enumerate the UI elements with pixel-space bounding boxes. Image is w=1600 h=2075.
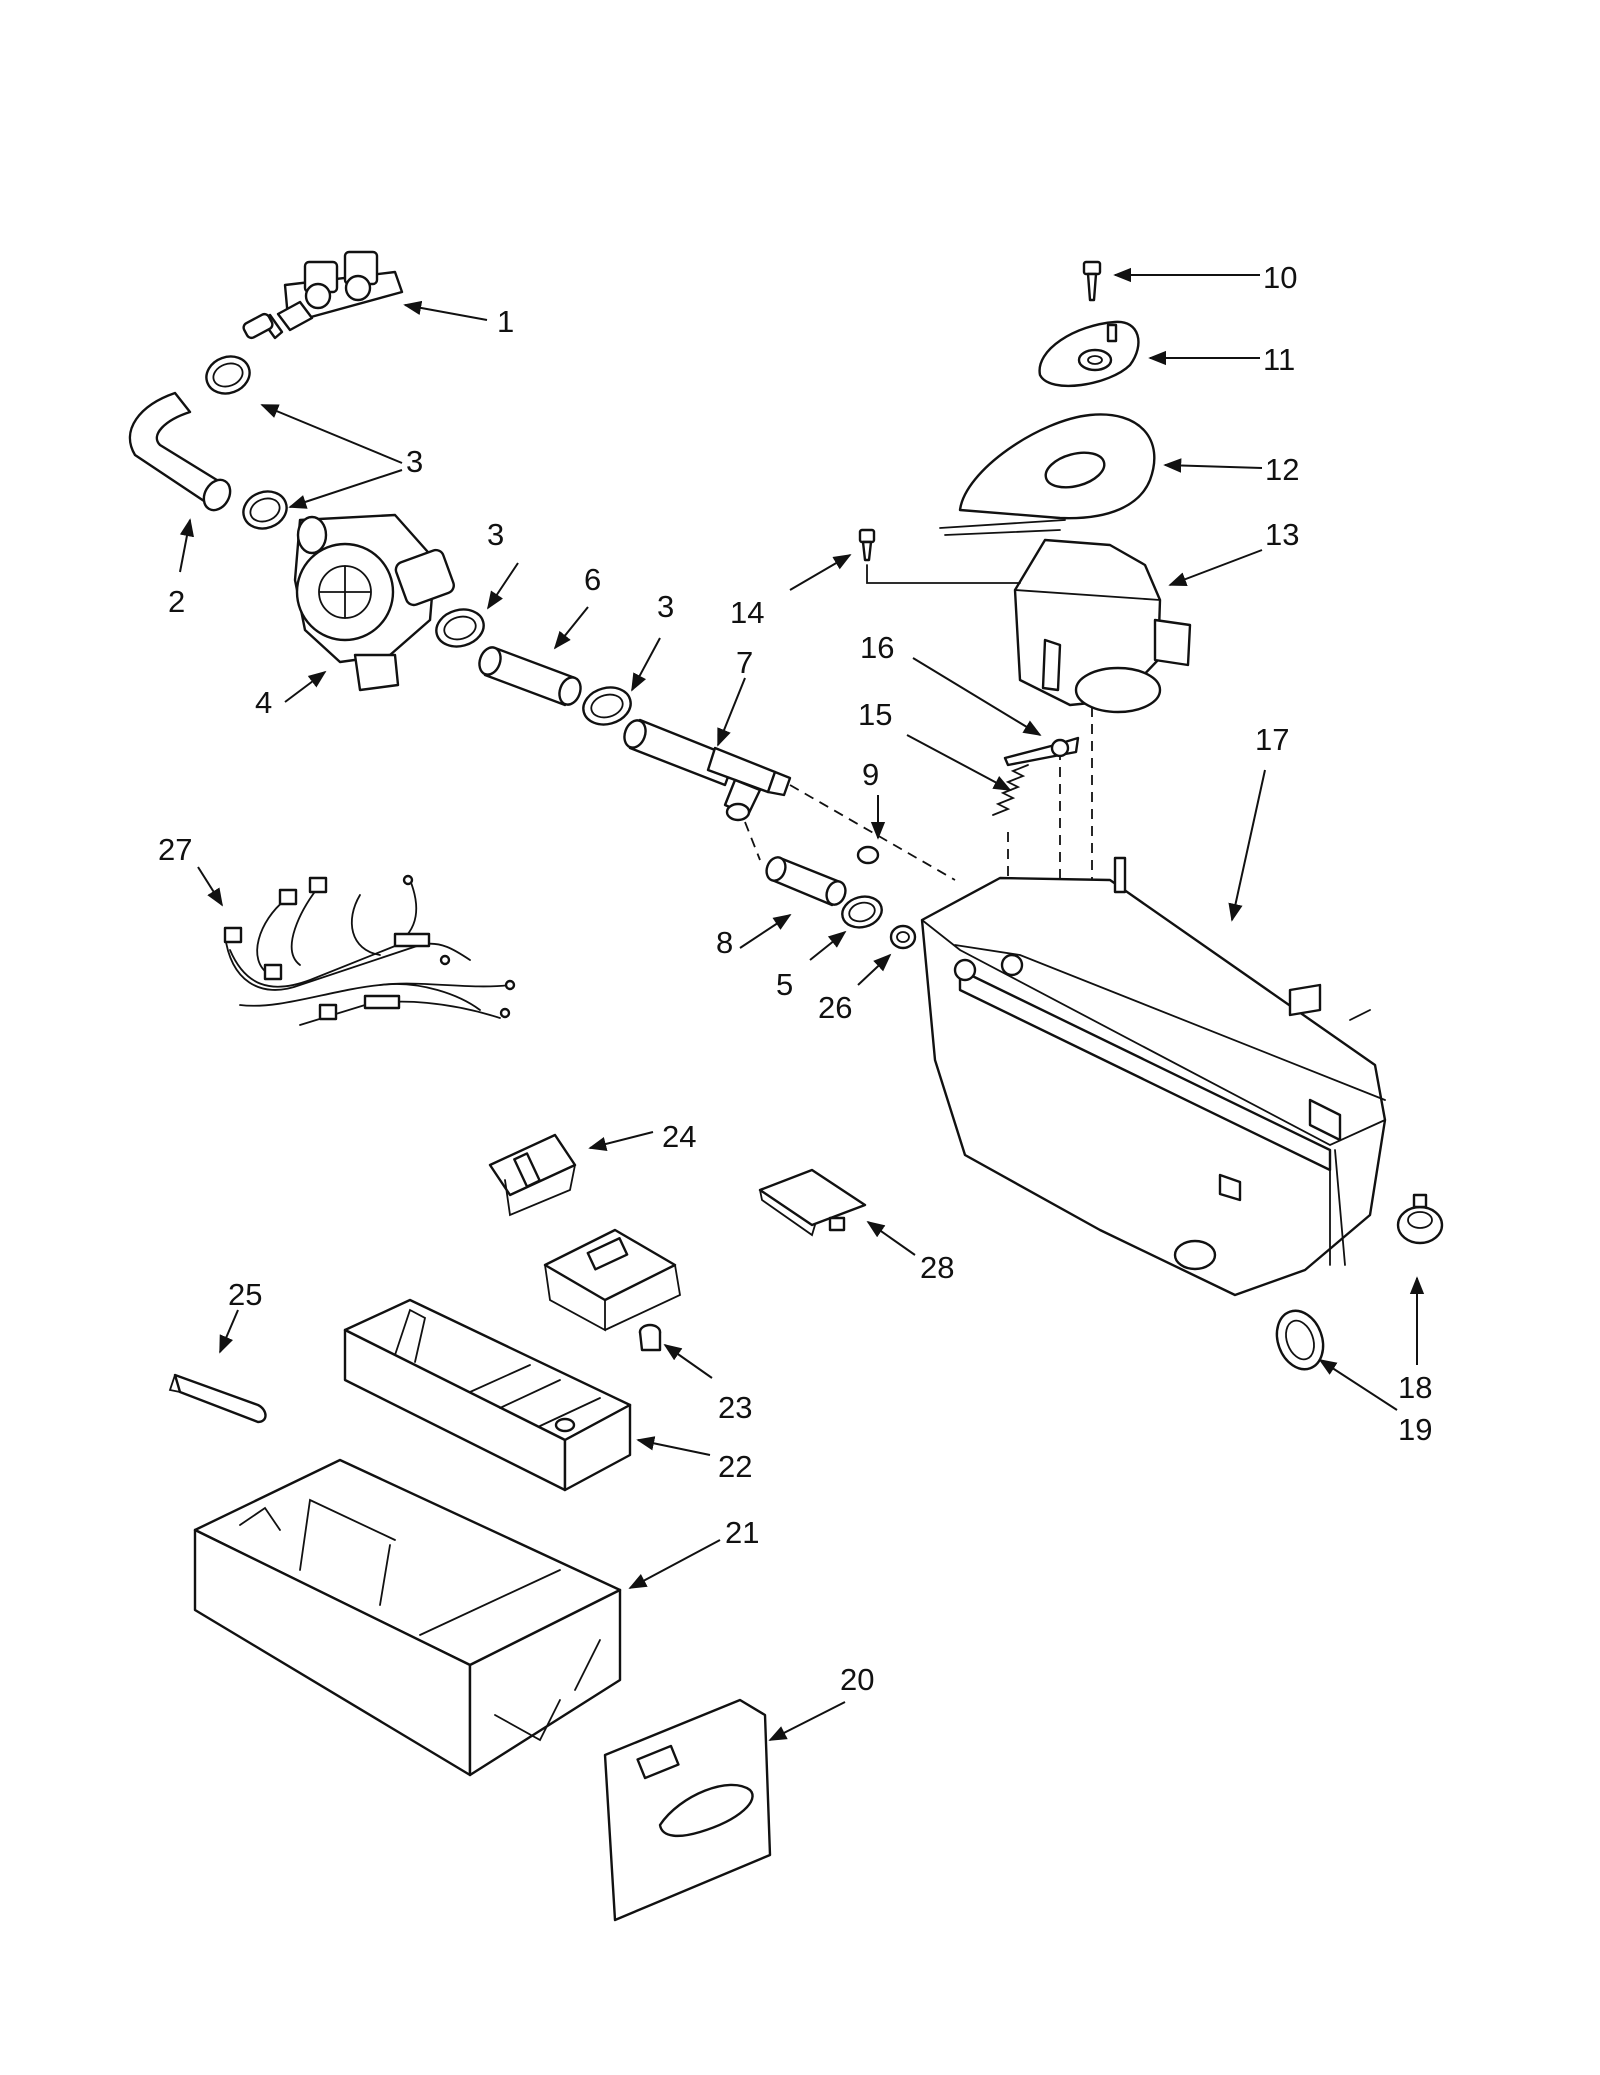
callout-26: 26 (818, 990, 852, 1025)
dispenser-cover (939, 413, 1156, 536)
dispenser-housing (920, 856, 1387, 1297)
o-ring (856, 845, 880, 865)
callout-23: 23 (718, 1390, 752, 1425)
latch-clip (488, 1133, 577, 1217)
hose-clamp-middle (435, 608, 485, 648)
pump-assembly (293, 513, 455, 692)
callout-17: 17 (1255, 722, 1289, 757)
inlet-hose (128, 391, 232, 512)
bracket (758, 1168, 867, 1237)
syphon-cap (543, 1228, 682, 1352)
lever (1003, 736, 1080, 767)
callout-19: 19 (1398, 1412, 1432, 1447)
callout-18: 18 (1398, 1370, 1432, 1405)
callout-21: 21 (725, 1515, 759, 1550)
callout-10: 10 (1263, 260, 1297, 295)
drawer-insert (343, 1298, 632, 1492)
callout-16: 16 (860, 630, 894, 665)
grommet (889, 924, 917, 950)
cap-plate (1038, 320, 1140, 388)
wire-harness (223, 874, 516, 1026)
callout-4: 4 (255, 685, 272, 720)
spring (992, 764, 1029, 816)
callout-25: 25 (228, 1277, 262, 1312)
connector-hose (478, 646, 582, 707)
ring-nut (1275, 1309, 1325, 1371)
hose-clamp-right (582, 686, 632, 726)
water-valve (242, 250, 404, 340)
callout-8: 8 (716, 925, 733, 960)
callout-24: 24 (662, 1119, 696, 1154)
leader-arrows (179, 267, 1425, 1741)
hook (168, 1373, 267, 1424)
callout-3b: 3 (487, 517, 504, 552)
callout-7: 7 (736, 645, 753, 680)
small-hose (765, 856, 847, 907)
callout-5: 5 (776, 967, 793, 1002)
callout-1: 1 (497, 304, 514, 339)
dispenser-drawer (193, 1458, 622, 1777)
callout-2: 2 (168, 584, 185, 619)
callout-3c: 3 (657, 589, 674, 624)
drain-fitting (1396, 1193, 1444, 1245)
callout-20: 20 (840, 1662, 874, 1697)
hose-clamp-lower (242, 490, 288, 530)
upper-housing (1013, 538, 1192, 714)
callout-9: 9 (862, 757, 879, 792)
small-clamp (841, 895, 883, 929)
callout-11: 11 (1263, 342, 1295, 377)
mounting-screw (858, 528, 1021, 584)
callout-28: 28 (920, 1250, 954, 1285)
callout-6: 6 (584, 562, 601, 597)
callout-27: 27 (158, 832, 192, 867)
tee-tube (623, 718, 792, 822)
callout-12: 12 (1265, 452, 1299, 487)
callout-13: 13 (1265, 517, 1299, 552)
callout-3a: 3 (406, 444, 423, 479)
hose-clamp-upper (205, 355, 251, 395)
callout-22: 22 (718, 1449, 752, 1484)
callout-15: 15 (858, 697, 892, 732)
callout-14: 14 (730, 595, 764, 630)
callout-labels: 1 2 3 3 3 4 5 6 7 8 9 10 11 12 13 14 15 … (158, 260, 1432, 1697)
screw (1082, 260, 1102, 302)
drawer-front (603, 1698, 772, 1922)
